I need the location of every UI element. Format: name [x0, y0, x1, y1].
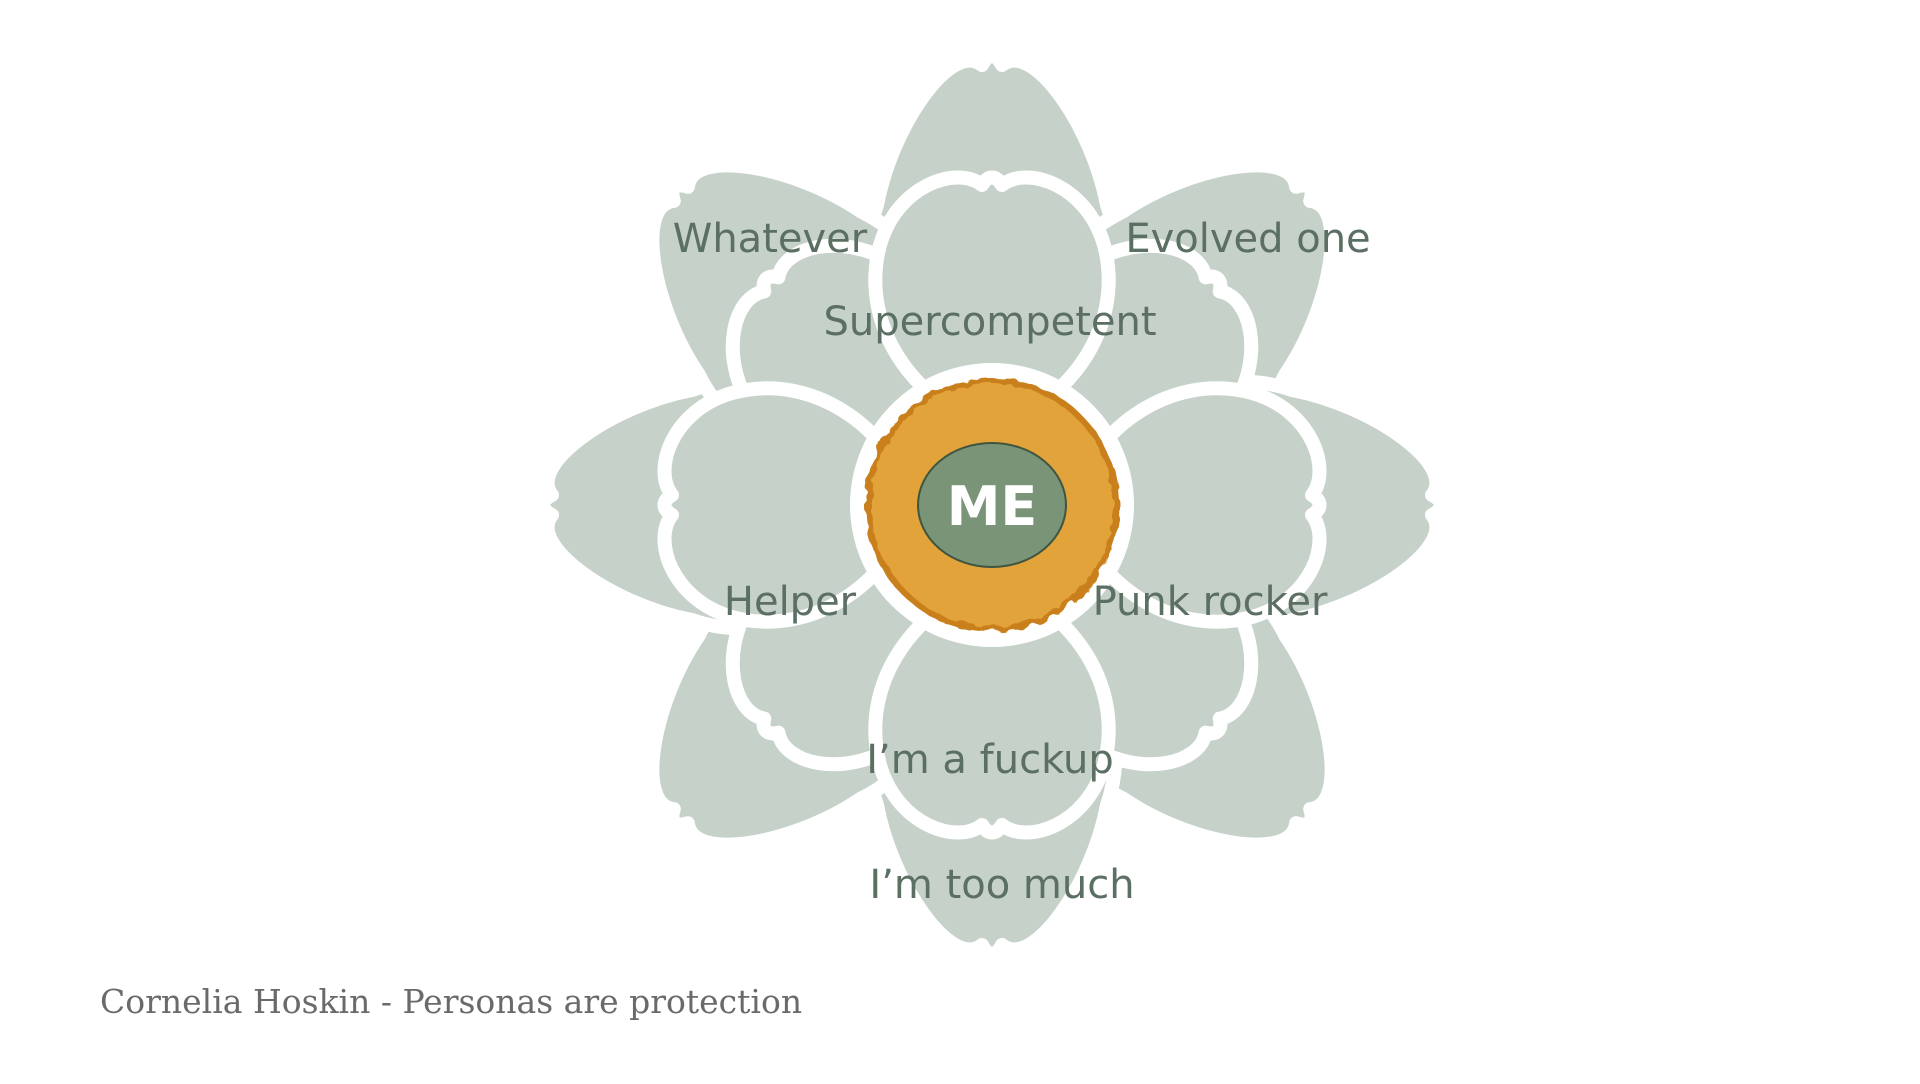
label-supercompetent: Supercompetent [823, 299, 1156, 345]
label-helper: Helper [724, 579, 857, 625]
label-whatever: Whatever [673, 216, 868, 262]
center-label: ME [947, 475, 1038, 538]
label-im-too-much: I’m too much [869, 862, 1134, 908]
core: ME [850, 363, 1134, 647]
label-im-a-fuckup: I’m a fuckup [866, 737, 1114, 783]
caption: Cornelia Hoskin - Personas are protectio… [100, 982, 802, 1021]
label-evolved-one: Evolved one [1125, 216, 1370, 262]
label-punk-rocker: Punk rocker [1093, 579, 1328, 625]
